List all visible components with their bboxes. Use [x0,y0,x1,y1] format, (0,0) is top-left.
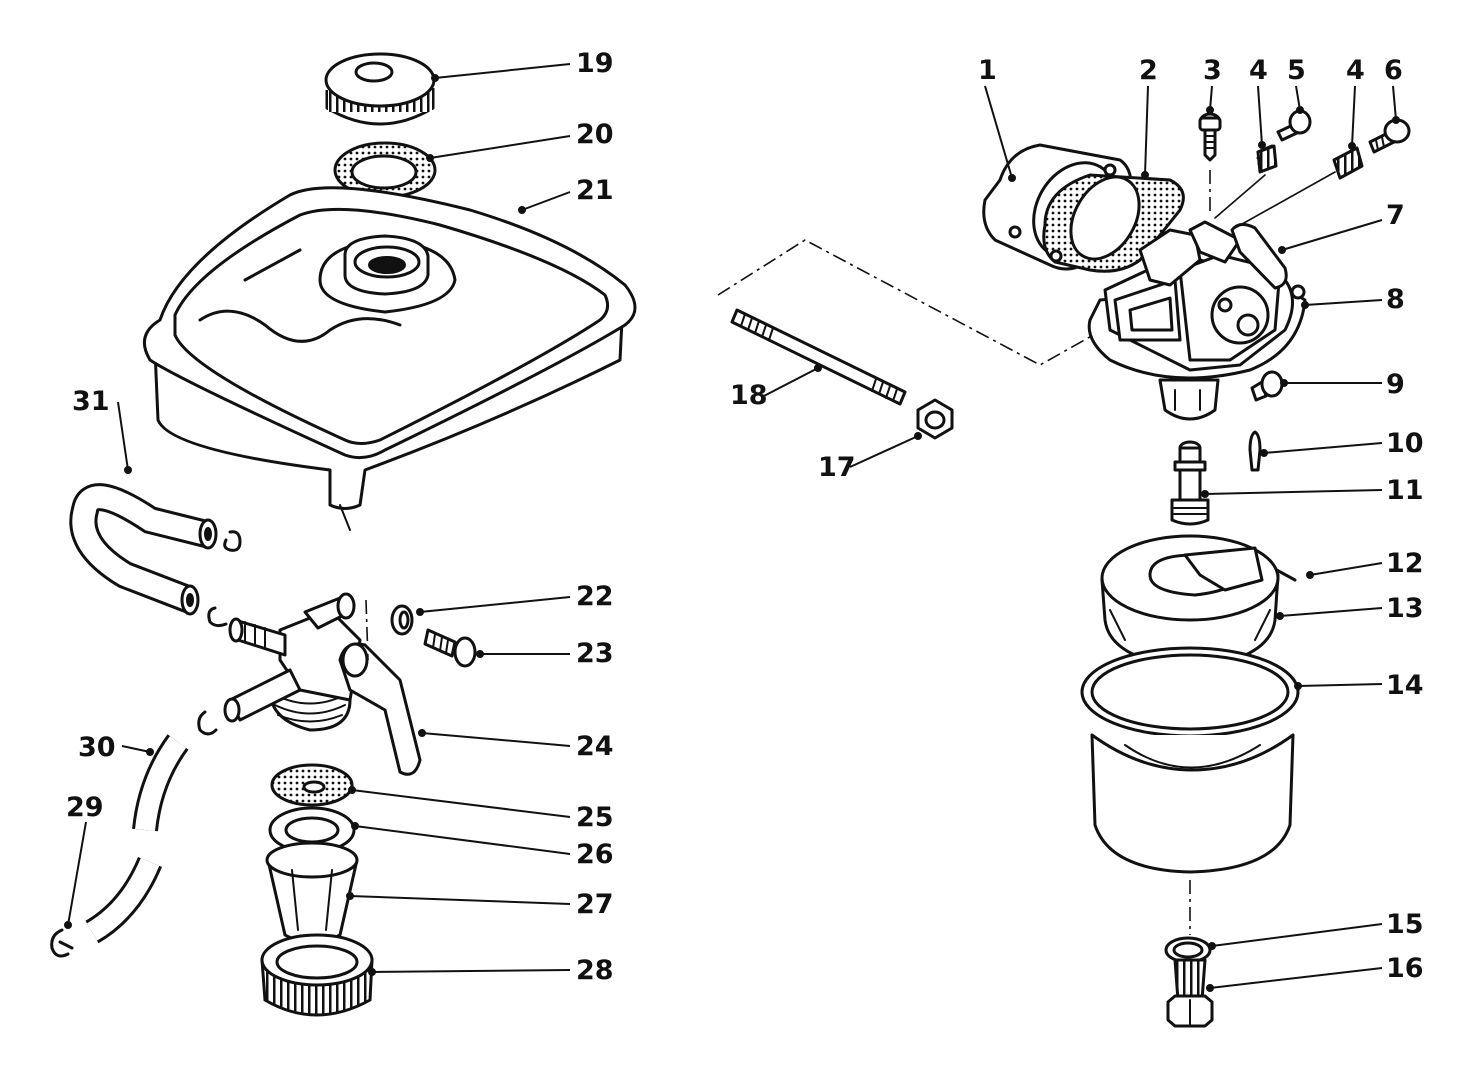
label-10: 10 [1386,428,1424,459]
float-bowl [1090,733,1295,874]
throttle-stop-screw [1368,118,1411,154]
label-31: 31 [72,386,110,417]
label-18: 18 [730,380,768,411]
assembly-guideline [1214,171,1336,229]
label-16: 16 [1386,953,1424,984]
spring [1332,146,1364,180]
sediment-bowl [265,841,359,944]
label-13: 13 [1386,593,1424,624]
label-14: 14 [1386,670,1424,701]
label-2: 2 [1139,55,1158,86]
part-labels: 19 20 21 31 22 23 24 30 25 29 26 27 28 1… [66,48,1424,986]
label-25: 25 [576,802,614,833]
label-7: 7 [1386,200,1405,231]
label-19: 19 [576,48,614,79]
label-28: 28 [576,955,614,986]
label-17: 17 [818,452,856,483]
fuel-tank [142,186,637,531]
label-3: 3 [1203,55,1222,86]
line-clip [50,928,74,958]
label-26: 26 [576,839,614,870]
label-5: 5 [1287,55,1306,86]
float-needle [1248,430,1262,472]
label-24: 24 [576,731,614,762]
drain-washer [1164,936,1212,964]
idle-screw [1198,112,1222,162]
float [1100,534,1280,670]
spring [1256,144,1278,174]
o-ring [390,604,414,636]
label-9: 9 [1386,369,1405,400]
label-23: 23 [576,638,614,669]
main-nozzle [1170,440,1210,526]
label-8: 8 [1386,284,1405,315]
nut [916,398,954,440]
bowl-retaining-nut [260,933,374,1017]
drain-bolt [1166,958,1214,1028]
fuel-cap [324,52,436,126]
label-4: 4 [1249,55,1268,86]
drain-screw [1250,370,1284,402]
label-27: 27 [576,889,614,920]
hose-clip [197,530,242,736]
label-30: 30 [78,732,116,763]
label-22: 22 [576,581,614,612]
pilot-screw [1276,109,1312,142]
fuel-cap-gasket [333,141,437,199]
fuel-hose-u [69,483,218,616]
label-20: 20 [576,119,614,150]
label-6: 6 [1384,55,1403,86]
label-11: 11 [1386,475,1424,506]
label-12: 12 [1386,548,1424,579]
float-bowl-gasket [1080,646,1300,738]
label-21: 21 [576,175,614,206]
label-4: 4 [1346,55,1365,86]
label-1: 1 [978,55,997,86]
screw [423,628,477,668]
carburetor-body [1087,220,1307,421]
label-29: 29 [66,792,104,823]
label-15: 15 [1386,909,1424,940]
filter-screen [270,763,354,807]
leader-lines [64,63,1400,992]
fuel-line [85,734,189,944]
mounting-stud [730,308,907,406]
assembly-guideline [717,239,1121,366]
fuel-valve [223,592,422,776]
